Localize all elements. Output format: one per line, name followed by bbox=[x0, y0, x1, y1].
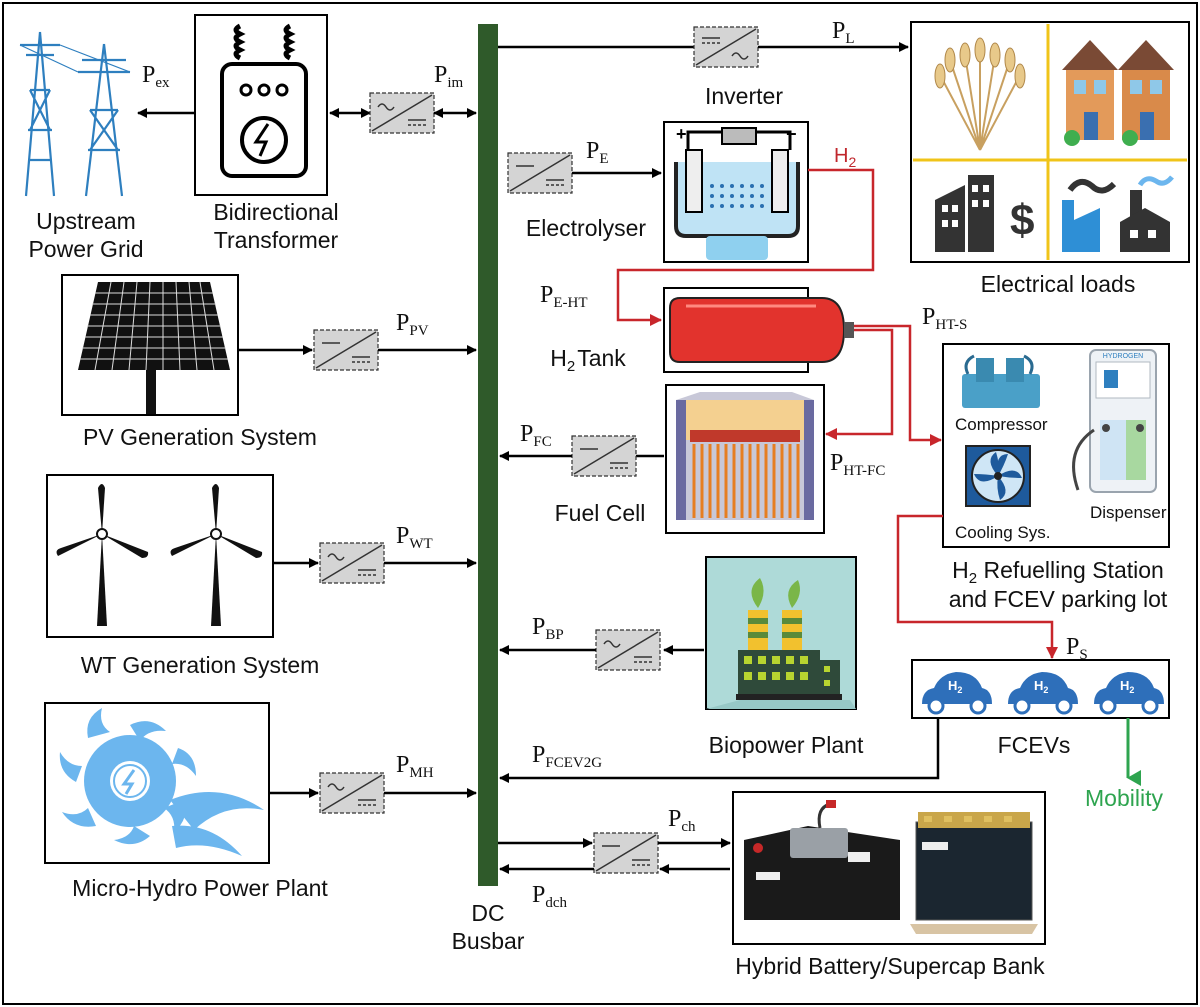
battery-label: Hybrid Battery/Supercap Bank bbox=[735, 953, 1045, 979]
wt-acdc-converter bbox=[319, 542, 385, 584]
transformer-label-line2: Transformer bbox=[214, 227, 339, 253]
fcev-car-2: H2 bbox=[1008, 672, 1078, 715]
dispenser-icon: HYDROGEN bbox=[1072, 349, 1157, 493]
electrolyser-dcdc-converter bbox=[507, 152, 573, 194]
inverter-converter bbox=[693, 26, 759, 68]
fcev-car-3: H2 bbox=[1094, 672, 1164, 715]
fcev2g-flow bbox=[499, 718, 940, 783]
compressor-icon bbox=[962, 354, 1040, 408]
dc-busbar bbox=[478, 24, 498, 886]
station-label-line1: H2 Refuelling Station bbox=[952, 557, 1164, 587]
svg-text:−: − bbox=[786, 124, 797, 144]
electrolyser-label: Electrolyser bbox=[526, 215, 646, 241]
hydro-turbine-icon bbox=[44, 702, 270, 864]
mh-label: Micro-Hydro Power Plant bbox=[72, 875, 328, 901]
wt-label: WT Generation System bbox=[81, 652, 320, 678]
flow-load-label: PL bbox=[832, 18, 855, 47]
flow-hts-label: PHT-S bbox=[922, 304, 967, 333]
refuelling-station-box: Compressor Cooling Sys. HYDROGEN Dispens… bbox=[942, 343, 1170, 548]
fcevs-label: FCEVs bbox=[998, 732, 1071, 758]
biopower-label: Biopower Plant bbox=[709, 732, 864, 758]
fuelcell-label: Fuel Cell bbox=[555, 500, 646, 526]
flow-fcev2g-label: PFCEV2G bbox=[532, 742, 602, 771]
flow-elec-label: PE bbox=[586, 138, 609, 167]
mobility-label: Mobility bbox=[1085, 785, 1163, 811]
tank-station-h2-flow bbox=[854, 324, 942, 446]
tank-fuelcell-h2-flow bbox=[825, 328, 894, 440]
svg-text:H2: H2 bbox=[1120, 678, 1134, 695]
solar-panel-icon bbox=[61, 274, 239, 416]
flow-ch-label: Pch bbox=[668, 806, 696, 835]
pv-label: PV Generation System bbox=[83, 424, 317, 450]
svg-text:H2: H2 bbox=[948, 678, 962, 695]
electrolyser-icon: + − bbox=[663, 121, 809, 263]
flow-ex-label: Pex bbox=[142, 62, 170, 91]
fuel-cell-icon bbox=[665, 384, 825, 534]
flow-htfc-label: PHT-FC bbox=[830, 450, 885, 479]
flow-fc-label: PFC bbox=[520, 421, 552, 450]
station-fcev-h2-flow bbox=[896, 514, 1058, 659]
flow-wt-label: PWT bbox=[396, 523, 433, 552]
flow-pv-label: PPV bbox=[396, 310, 429, 339]
compressor-label: Compressor bbox=[955, 415, 1048, 434]
grid-label-line2: Power Grid bbox=[28, 236, 143, 262]
svg-text:+: + bbox=[676, 124, 687, 144]
fcev-group: H2 H2 H2 bbox=[911, 659, 1170, 719]
station-label-line2: and FCEV parking lot bbox=[949, 586, 1168, 612]
cooling-fan-icon bbox=[965, 445, 1031, 507]
biopower-plant-icon bbox=[705, 556, 857, 710]
transmission-tower-icon bbox=[19, 31, 131, 197]
wind-turbine-icon bbox=[46, 474, 274, 638]
busbar-label-line1: DC bbox=[471, 900, 504, 926]
tank-label: H2Tank bbox=[550, 345, 626, 375]
battery-bank-icon bbox=[732, 791, 1046, 945]
fcev-car-1: H2 bbox=[922, 672, 992, 715]
mh-acdc-converter bbox=[319, 772, 385, 814]
transformer-label-line1: Bidirectional bbox=[213, 199, 338, 225]
loads-label: Electrical loads bbox=[981, 271, 1136, 297]
flow-h2-label: H2 bbox=[834, 145, 856, 170]
cooling-label: Cooling Sys. bbox=[955, 523, 1050, 542]
flow-mh-label: PMH bbox=[396, 752, 434, 781]
flow-im-label: Pim bbox=[434, 62, 464, 91]
flow-bp-label: PBP bbox=[532, 614, 564, 643]
load-grid-icon: $ bbox=[910, 21, 1190, 263]
svg-text:$: $ bbox=[1010, 196, 1034, 245]
busbar-label-line2: Busbar bbox=[452, 928, 525, 954]
dispenser-label: Dispenser bbox=[1090, 503, 1167, 522]
svg-text:H2: H2 bbox=[1034, 678, 1048, 695]
hydrogen-tank-icon bbox=[663, 287, 854, 373]
grid-label-line1: Upstream bbox=[36, 208, 136, 234]
grid-acdc-converter bbox=[369, 92, 435, 134]
pv-dcdc-converter bbox=[313, 329, 379, 371]
dispenser-brand: HYDROGEN bbox=[1103, 353, 1143, 360]
transformer-icon bbox=[194, 14, 328, 196]
flow-eht-label: PE-HT bbox=[540, 282, 588, 311]
inverter-label: Inverter bbox=[705, 83, 783, 109]
flow-dch-label: Pdch bbox=[532, 882, 568, 911]
biopower-acdc-converter bbox=[595, 629, 661, 671]
fuelcell-dcdc-converter bbox=[571, 435, 637, 477]
electrolyser-tank-h2-flow bbox=[616, 168, 875, 326]
flow-s-label: PS bbox=[1066, 634, 1088, 663]
battery-dcdc-converter bbox=[593, 832, 659, 874]
